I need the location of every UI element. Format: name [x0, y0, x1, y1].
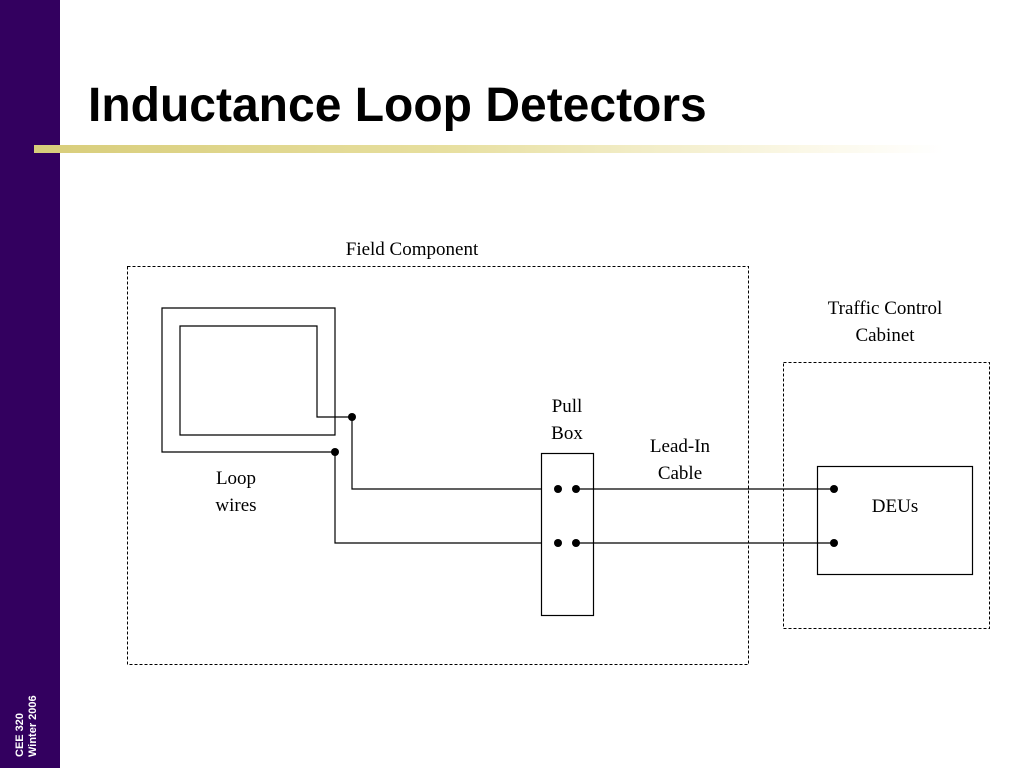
loop-wires-label-line2: wires	[215, 495, 257, 516]
loop-wire-lower	[334, 452, 558, 544]
sidebar-band: CEE 320 Winter 2006	[0, 0, 60, 768]
deu-terminal	[830, 539, 838, 547]
junction-dot	[331, 448, 339, 456]
pull-box-label-line1: Pull	[551, 396, 583, 417]
field-component-boundary	[127, 266, 749, 665]
deu-label: DEUs	[871, 496, 919, 517]
cabinet-label: Traffic Control Cabinet	[785, 295, 985, 349]
lead-in-label-line1: Lead-In	[649, 436, 711, 457]
connection-dots	[331, 413, 838, 547]
junction-dot	[348, 413, 356, 421]
pull-box-terminal	[572, 485, 580, 493]
pull-box-label-line2: Box	[551, 423, 583, 444]
loop-wires-label: Loop wires	[196, 465, 276, 519]
loop-wire-upper	[351, 417, 558, 490]
field-component-label: Field Component	[345, 239, 479, 260]
pull-box	[540, 452, 595, 617]
inductance-loop	[161, 307, 352, 453]
pull-box-terminal	[554, 539, 562, 547]
loop-wires-label-line1: Loop	[215, 468, 257, 489]
deu-terminal	[830, 485, 838, 493]
cabinet-label-line1: Traffic Control	[827, 298, 943, 319]
pull-box-terminal	[572, 539, 580, 547]
title-underline	[34, 145, 944, 153]
lead-in-cable-label: Lead-In Cable	[630, 433, 730, 487]
pull-box-label: Pull Box	[527, 393, 607, 447]
cabinet-label-line2: Cabinet	[855, 325, 915, 346]
deu-box	[816, 465, 974, 576]
page-title: Inductance Loop Detectors	[88, 79, 707, 132]
pull-box-terminal	[554, 485, 562, 493]
cabinet-boundary	[783, 362, 990, 629]
lead-in-label-line2: Cable	[657, 463, 703, 484]
